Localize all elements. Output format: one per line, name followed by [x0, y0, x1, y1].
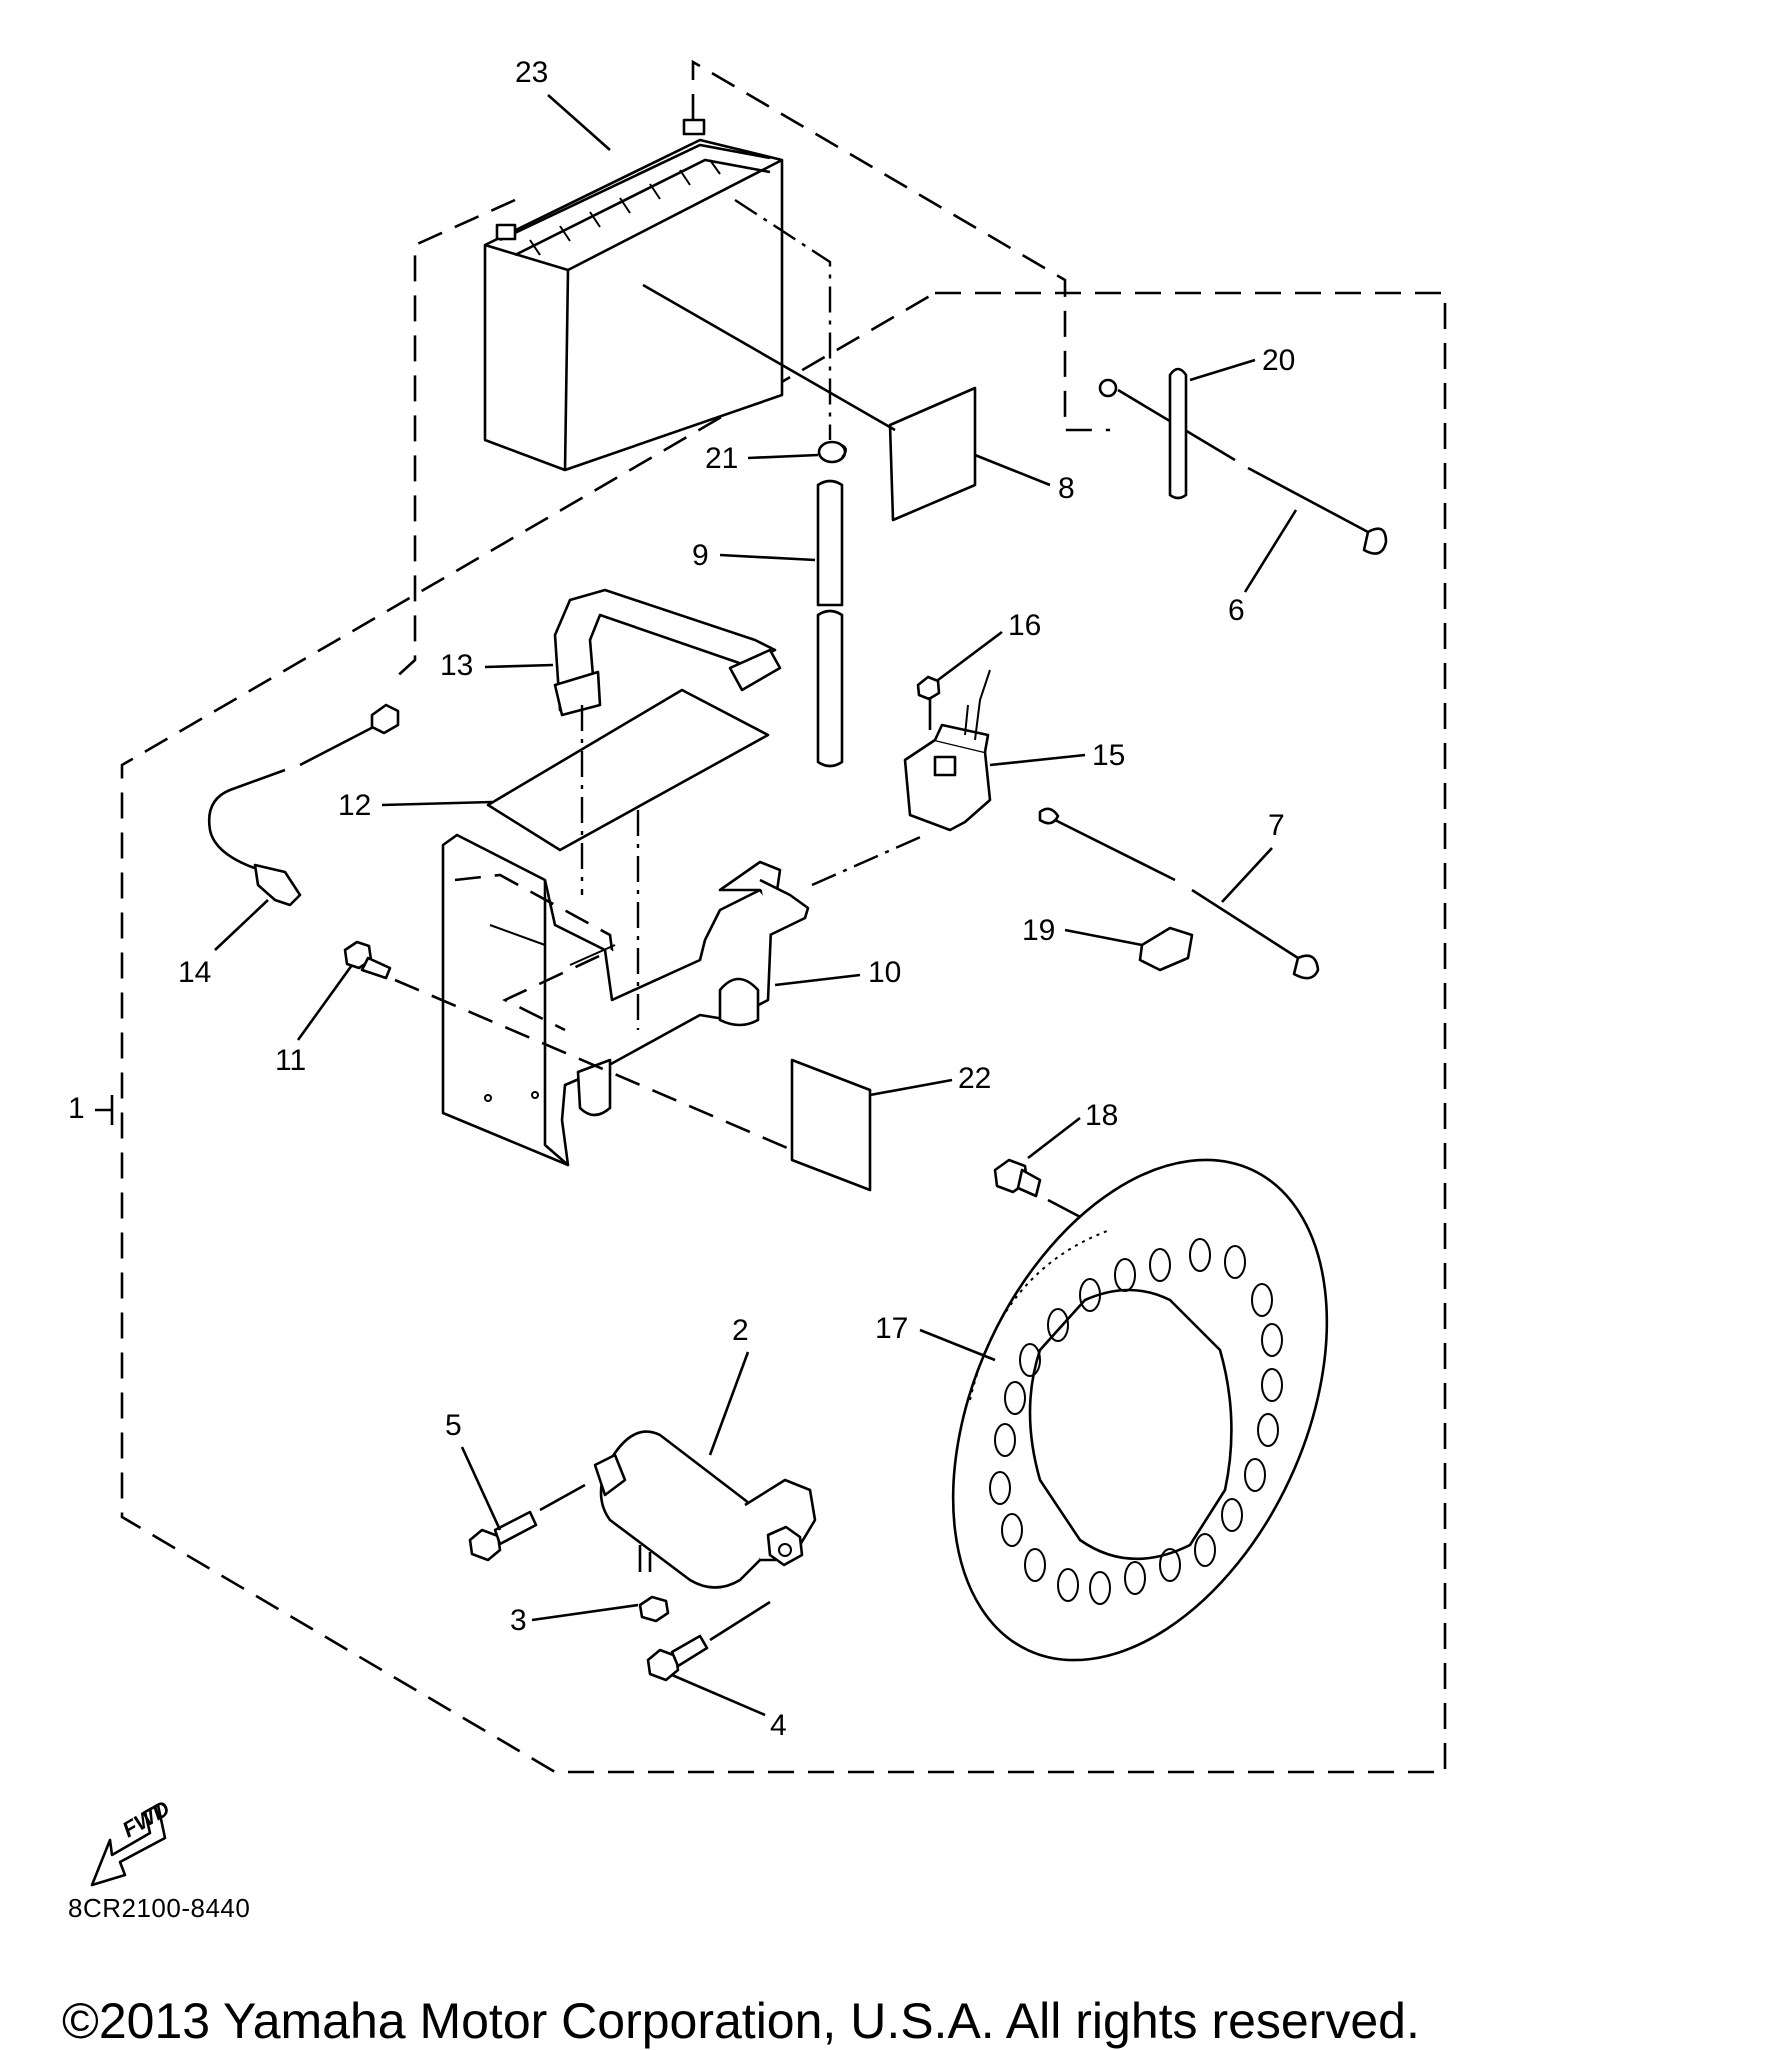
callout-6: 6 [1228, 509, 1298, 627]
starter-wheel-17 [951, 1158, 1329, 1662]
callout-12: 12 [338, 789, 493, 822]
label-sheet-8 [642, 283, 977, 522]
callout-19: 19 [1022, 914, 1143, 947]
callout-11: 11 [275, 964, 354, 1077]
bolt-4 [646, 1634, 709, 1682]
svg-text:8: 8 [1058, 472, 1075, 505]
svg-text:10: 10 [868, 956, 901, 989]
svg-text:17: 17 [875, 1312, 908, 1345]
bolt-16 [916, 675, 941, 730]
callout-22: 22 [869, 1062, 991, 1097]
callout-15: 15 [989, 739, 1125, 772]
fwd-arrow-icon: FWD [90, 1796, 174, 1887]
callout-13: 13 [440, 649, 554, 682]
svg-text:16: 16 [1008, 609, 1041, 642]
callout-16: 16 [937, 609, 1041, 682]
bolt-11 [343, 940, 392, 980]
clamp-21 [817, 440, 847, 464]
bolt-5 [468, 1510, 538, 1562]
battery-cable-6 [1098, 378, 1388, 555]
battery-box-dashes [454, 873, 614, 1032]
svg-text:14: 14 [178, 956, 211, 989]
battery-band-13 [553, 588, 782, 717]
copyright-notice: ©2013 Yamaha Motor Corporation, U.S.A. A… [62, 1993, 1420, 2049]
callout-20: 20 [1189, 344, 1295, 382]
breather-hose-9 [816, 479, 844, 768]
plate-22 [790, 1058, 872, 1192]
svg-text:22: 22 [958, 1062, 991, 1095]
lead-wire-14 [207, 703, 400, 907]
battery-23 [483, 118, 784, 472]
callout-18: 18 [1027, 1099, 1118, 1160]
svg-text:11: 11 [275, 1044, 306, 1077]
starter-motor-2 [593, 1430, 817, 1589]
svg-text:4: 4 [770, 1709, 787, 1742]
svg-text:21: 21 [705, 442, 738, 475]
svg-text:20: 20 [1262, 344, 1295, 377]
battery-leader-dashes [691, 59, 1110, 432]
svg-text:6: 6 [1228, 594, 1245, 627]
starter-relay-15 [903, 669, 992, 832]
callout-5: 5 [445, 1409, 502, 1531]
bolt-4-leader [709, 1600, 771, 1642]
callout-8: 8 [974, 453, 1075, 505]
battery-box-10 [441, 833, 810, 1167]
svg-text:13: 13 [440, 649, 473, 682]
callout-1: 1 [68, 1092, 114, 1125]
callout-17: 17 [875, 1312, 996, 1362]
nut-3 [638, 1595, 670, 1623]
battery-center-dashdot [734, 198, 832, 440]
callout-2: 2 [708, 1314, 750, 1456]
diagram-code: 8CR2100-8440 [68, 1893, 251, 1923]
svg-text:19: 19 [1022, 914, 1055, 947]
svg-text:23: 23 [515, 56, 548, 89]
callout-23: 23 [515, 56, 611, 151]
callout-21: 21 [705, 442, 819, 475]
svg-text:3: 3 [510, 1604, 527, 1637]
cable-clamp-20 [1168, 367, 1188, 500]
svg-text:1: 1 [68, 1092, 85, 1125]
plate-dashes [394, 978, 793, 1152]
callout-9: 9 [692, 539, 816, 572]
svg-text:5: 5 [445, 1409, 462, 1442]
callout-10: 10 [774, 956, 901, 989]
callout-7: 7 [1221, 809, 1285, 903]
starter-cable-7 [1038, 807, 1320, 980]
svg-text:18: 18 [1085, 1099, 1118, 1132]
clamp-19 [1138, 926, 1194, 972]
svg-text:7: 7 [1268, 809, 1285, 842]
bolt-5-leader [539, 1483, 586, 1512]
svg-text:2: 2 [732, 1314, 749, 1347]
battery-box-dashdot [580, 705, 926, 1030]
svg-text:15: 15 [1092, 739, 1125, 772]
callout-3: 3 [510, 1603, 639, 1637]
battery-neg-dashes [392, 198, 516, 681]
callout-4: 4 [671, 1673, 787, 1742]
kit-boundary-outline [120, 291, 1447, 1774]
callout-14: 14 [178, 899, 269, 989]
svg-text:9: 9 [692, 539, 709, 572]
cover-sheet-12 [486, 688, 770, 852]
bolt-18 [993, 1158, 1042, 1198]
svg-text:12: 12 [338, 789, 371, 822]
